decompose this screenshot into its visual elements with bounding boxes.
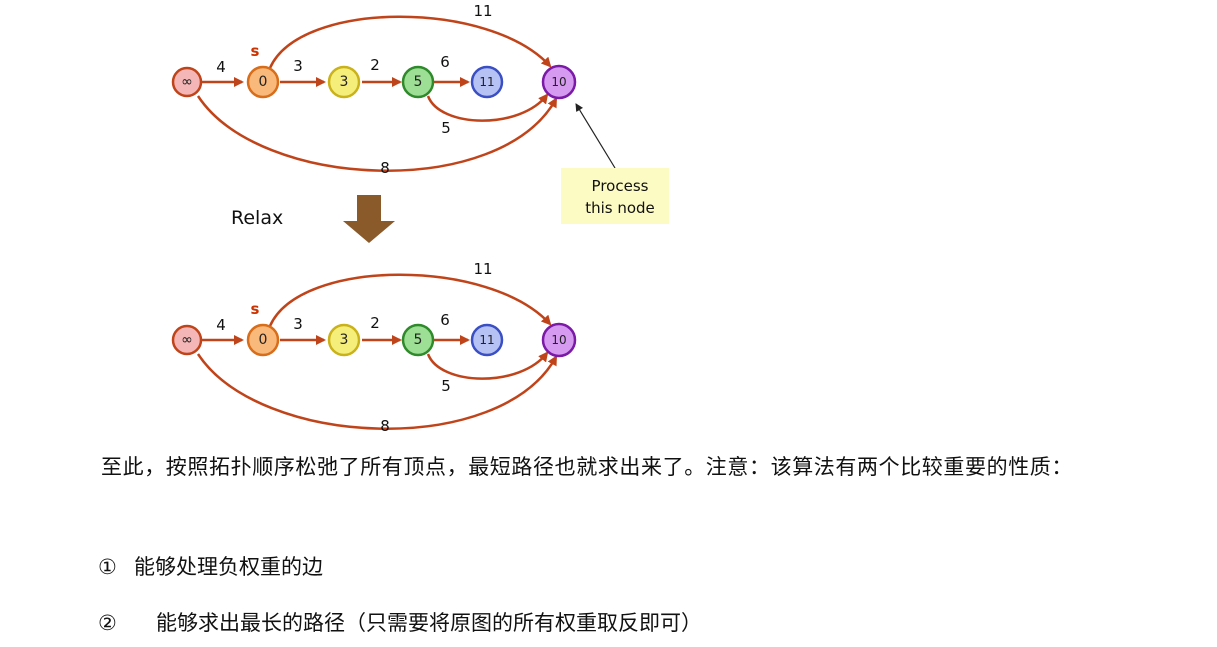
edge-weight: 11 bbox=[473, 2, 492, 20]
edge-weight: 8 bbox=[380, 417, 390, 435]
svg-text:∞: ∞ bbox=[181, 332, 193, 348]
edge-0-10 bbox=[268, 15, 552, 69]
edge-weight: 11 bbox=[473, 260, 492, 278]
node-11: 11 bbox=[470, 323, 504, 357]
edge-weight: 3 bbox=[293, 315, 303, 333]
edge-weight: 2 bbox=[370, 56, 380, 74]
svg-text:3: 3 bbox=[340, 74, 349, 90]
list-item-2: ② 能够求出最长的路径（只需要将原图的所有权重取反即可） bbox=[98, 608, 702, 638]
diagram: 4 3 2 6 5 11 8 s ∞ 0 3 5 11 bbox=[171, 2, 669, 435]
svg-text:11: 11 bbox=[479, 75, 494, 89]
svg-text:10: 10 bbox=[551, 75, 566, 89]
source-label: s bbox=[251, 42, 260, 60]
edge-weight: 6 bbox=[440, 311, 450, 329]
edge-weight: 8 bbox=[380, 159, 390, 177]
node-inf: ∞ bbox=[171, 66, 203, 98]
node-3: 3 bbox=[327, 323, 361, 357]
node-11: 11 bbox=[470, 65, 504, 99]
svg-text:3: 3 bbox=[340, 332, 349, 348]
svg-text:0: 0 bbox=[259, 74, 268, 90]
list-number-2: ② bbox=[98, 611, 117, 635]
edge-weight: 4 bbox=[216, 58, 226, 76]
edge-weight: 2 bbox=[370, 314, 380, 332]
graph-bottom: 4 3 2 6 5 11 8 s ∞ 0 3 5 11 10 bbox=[171, 260, 577, 435]
svg-text:10: 10 bbox=[551, 333, 566, 347]
relax-label: Relax bbox=[231, 207, 283, 229]
relax-arrow bbox=[343, 195, 395, 243]
callout-line-2: this node bbox=[585, 199, 655, 217]
node-3: 3 bbox=[327, 65, 361, 99]
node-0: 0 bbox=[246, 323, 280, 357]
node-5: 5 bbox=[401, 65, 435, 99]
list-item-1: ① 能够处理负权重的边 bbox=[98, 552, 323, 582]
svg-text:∞: ∞ bbox=[181, 74, 193, 90]
edge-weight: 6 bbox=[440, 53, 450, 71]
node-0: 0 bbox=[246, 65, 280, 99]
list-number-1: ① bbox=[98, 555, 117, 579]
graph-top: 4 3 2 6 5 11 8 s ∞ 0 3 5 11 bbox=[171, 2, 577, 177]
node-5: 5 bbox=[401, 323, 435, 357]
edge-weight: 5 bbox=[441, 119, 451, 137]
edge-0-10 bbox=[268, 273, 552, 327]
node-10: 10 bbox=[541, 322, 577, 358]
edge-5-10 bbox=[426, 93, 549, 122]
svg-text:5: 5 bbox=[414, 332, 423, 348]
list-text-2: 能够求出最长的路径（只需要将原图的所有权重取反即可） bbox=[156, 611, 702, 635]
edge-weight: 5 bbox=[441, 377, 451, 395]
svg-text:5: 5 bbox=[414, 74, 423, 90]
node-10: 10 bbox=[541, 64, 577, 100]
node-inf: ∞ bbox=[171, 324, 203, 356]
process-node-callout: Process this node bbox=[561, 103, 669, 224]
svg-text:11: 11 bbox=[479, 333, 494, 347]
edge-weight: 3 bbox=[293, 57, 303, 75]
body-paragraph: 至此，按照拓扑顺序松弛了所有顶点，最短路径也就求出来了。注意：该算法有两个比较重… bbox=[101, 455, 1073, 479]
edge-weight: 4 bbox=[216, 316, 226, 334]
edge-inf-10 bbox=[196, 95, 558, 172]
edge-5-10 bbox=[426, 351, 549, 380]
svg-text:0: 0 bbox=[259, 332, 268, 348]
callout-line-1: Process bbox=[592, 177, 649, 195]
source-label: s bbox=[251, 300, 260, 318]
list-text-1: 能够处理负权重的边 bbox=[134, 555, 323, 579]
edge-inf-10 bbox=[196, 353, 558, 430]
